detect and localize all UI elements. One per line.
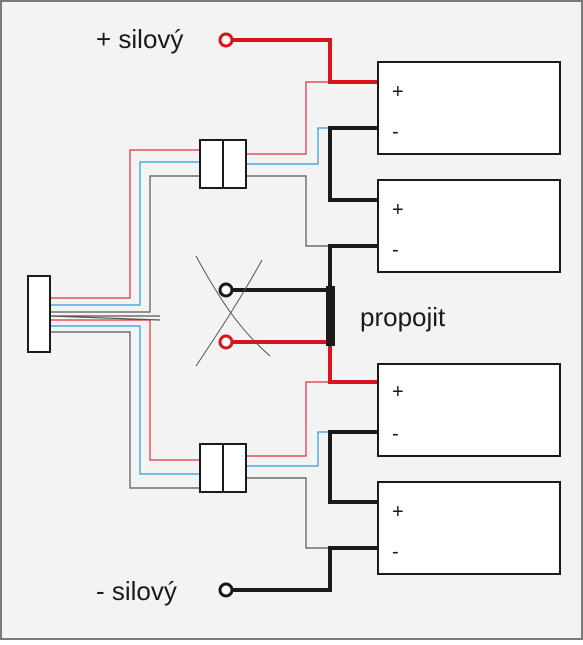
sense-wires: [49, 81, 378, 549]
sense-wire-red-upper: [50, 149, 200, 299]
sense-wire-to-b2-minus: [246, 175, 330, 247]
battery-plus-label: +: [392, 381, 404, 403]
sense-wire-red-lower: [50, 319, 200, 461]
battery-minus-label: -: [392, 121, 399, 143]
minus-terminal-label: - silový: [96, 576, 177, 606]
battery-plus-label: +: [392, 199, 404, 221]
positive-terminal: [218, 32, 234, 48]
connector-lower: [199, 443, 247, 493]
cross-out-mark: [195, 255, 271, 367]
sense-wire-blue-upper: [50, 161, 200, 306]
sense-wire-to-b3-plus: [246, 381, 330, 457]
sense-wire-blue-lower: [50, 325, 200, 475]
positive-main-wire: [232, 38, 378, 84]
balancer-connector: [27, 275, 51, 353]
battery-minus-label: -: [392, 423, 399, 445]
battery-2: + -: [377, 179, 561, 273]
negative-terminal: [218, 582, 234, 598]
sense-wire-to-b4-minus: [246, 477, 330, 549]
battery-1: + -: [377, 61, 561, 155]
b2-minus-to-bridge: [328, 244, 378, 290]
sense-wire-gray-upper: [50, 175, 200, 313]
battery-plus-label: +: [392, 81, 404, 103]
negative-main-wire: [232, 546, 378, 592]
power-wires: [232, 38, 378, 592]
bridge-label: propojit: [360, 302, 446, 332]
bridge-bar: [326, 286, 335, 346]
connector-upper: [199, 139, 247, 189]
bridge-terminal-red: [218, 334, 234, 350]
bridge-red-wire: [232, 340, 378, 384]
link-b1-b2: [328, 126, 378, 202]
battery-3: + -: [377, 363, 561, 457]
battery-minus-label: -: [392, 239, 399, 261]
sense-wire-gray-lower: [50, 331, 200, 489]
plus-terminal-label: + silový: [96, 24, 183, 54]
link-b3-b4: [328, 430, 378, 504]
bridge-terminal-black: [218, 282, 234, 298]
sense-fan-line: [49, 315, 161, 321]
battery-4: + -: [377, 481, 561, 575]
battery-minus-label: -: [392, 541, 399, 563]
battery-plus-label: +: [392, 501, 404, 523]
